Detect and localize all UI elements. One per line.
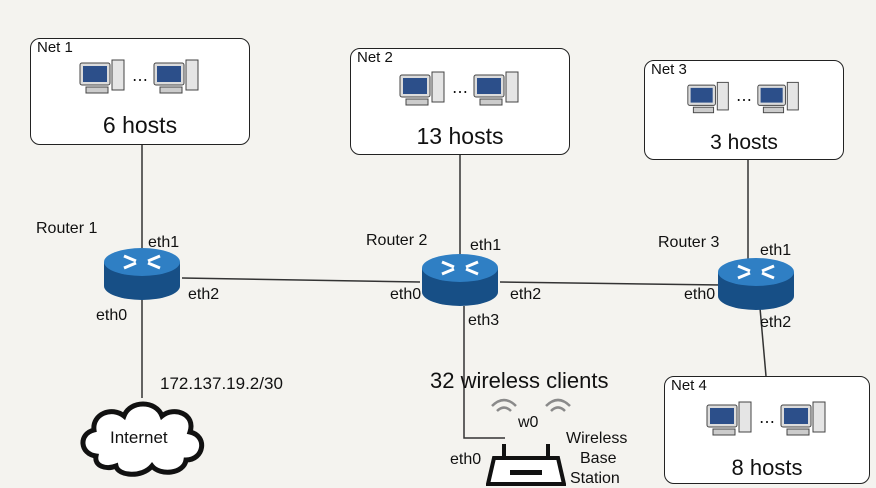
router2-name: Router 2 <box>366 232 428 249</box>
basestation-label-3: Station <box>570 470 620 487</box>
basestation-label-1: Wireless <box>566 430 628 447</box>
basestation-eth0: eth0 <box>450 451 482 468</box>
net4-hosts: 8 hosts <box>731 455 803 480</box>
ellipsis-icon: ⋯ <box>132 72 148 89</box>
net3-computers: ⋯ <box>645 79 843 119</box>
wireless-clients-label: 32 wireless clients <box>430 368 609 393</box>
net4-box: Net 4 ⋯ 8 hosts <box>664 376 870 484</box>
net1-box: Net 1 ⋯ 6 hosts <box>30 38 250 145</box>
computer-icon <box>153 59 199 94</box>
router1-eth0: eth0 <box>96 307 128 324</box>
ellipsis-icon: ⋯ <box>452 84 468 101</box>
net3-hosts: 3 hosts <box>710 131 778 154</box>
wireless-base-station-icon <box>486 444 566 486</box>
router1-eth2: eth2 <box>188 286 220 303</box>
net4-title: Net 4 <box>671 377 707 394</box>
link-router2-basestation <box>463 306 505 439</box>
router3-eth0: eth0 <box>684 286 716 303</box>
basestation-label-2: Base <box>580 450 617 467</box>
router2-eth1: eth1 <box>470 237 502 254</box>
link-router1-router2 <box>181 277 421 283</box>
net2-box: Net 2 ⋯ 13 hosts <box>350 48 570 155</box>
router1-name: Router 1 <box>36 220 98 237</box>
computer-icon <box>706 401 752 436</box>
link-router2-router3 <box>499 281 723 286</box>
link-router3-net4 <box>759 307 767 377</box>
router3-eth1: eth1 <box>760 242 792 259</box>
net2-hosts: 13 hosts <box>416 123 504 149</box>
router1-eth1: eth1 <box>148 234 180 251</box>
basestation-w0: w0 <box>518 414 539 431</box>
router2-icon <box>422 254 498 306</box>
net2-computers: ⋯ <box>351 69 569 109</box>
router2-eth0: eth0 <box>390 286 422 303</box>
net2-title: Net 2 <box>357 49 393 66</box>
net1-hosts: 6 hosts <box>102 112 178 138</box>
router2-eth2: eth2 <box>510 286 542 303</box>
net3-title: Net 3 <box>651 61 687 78</box>
router3-eth2: eth2 <box>760 314 792 331</box>
computer-icon <box>780 401 826 436</box>
net1-computers: ⋯ <box>31 57 249 97</box>
computer-icon <box>686 81 729 114</box>
internet-address: 172.137.19.2/30 <box>160 374 283 393</box>
ellipsis-icon: ⋯ <box>759 414 775 431</box>
net3-box: Net 3 ⋯ 3 hosts <box>644 60 844 160</box>
router1-icon <box>104 248 180 300</box>
computer-icon <box>79 59 125 94</box>
computer-icon <box>757 81 800 114</box>
net1-title: Net 1 <box>37 39 73 56</box>
ellipsis-icon: ⋯ <box>736 92 752 109</box>
router2-eth3: eth3 <box>468 312 500 329</box>
computer-icon <box>473 71 519 106</box>
computer-icon <box>399 71 445 106</box>
net4-computers: ⋯ <box>665 399 869 439</box>
internet-label: Internet <box>110 428 168 447</box>
router3-icon <box>718 258 794 310</box>
router3-name: Router 3 <box>658 234 720 251</box>
cloud-icon <box>80 401 204 477</box>
wifi-signal-icon <box>491 398 571 412</box>
